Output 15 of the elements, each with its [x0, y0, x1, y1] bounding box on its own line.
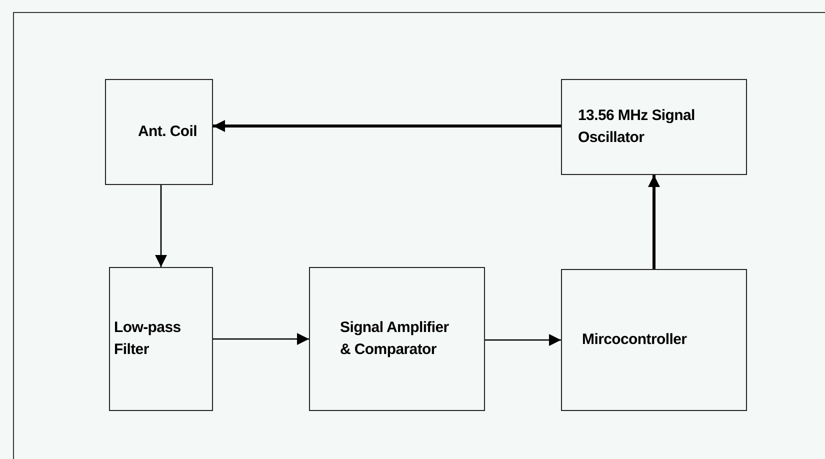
box-label: Signal Amplifier & Comparator	[340, 318, 450, 360]
box-label: Mircocontroller	[582, 330, 688, 350]
arrow	[648, 175, 660, 269]
box-label: 13.56 MHz Signal Oscillator	[578, 106, 696, 148]
box-label: Ant. Coil	[138, 122, 198, 142]
process-box	[109, 267, 213, 411]
process-box	[561, 79, 747, 175]
box-label: Low-pass Filter	[114, 318, 182, 360]
process-box	[105, 79, 213, 185]
process-box	[561, 269, 747, 411]
arrow	[485, 334, 561, 346]
arrow	[155, 185, 167, 267]
arrow	[213, 120, 561, 132]
arrow	[213, 333, 309, 345]
process-box	[309, 267, 485, 411]
